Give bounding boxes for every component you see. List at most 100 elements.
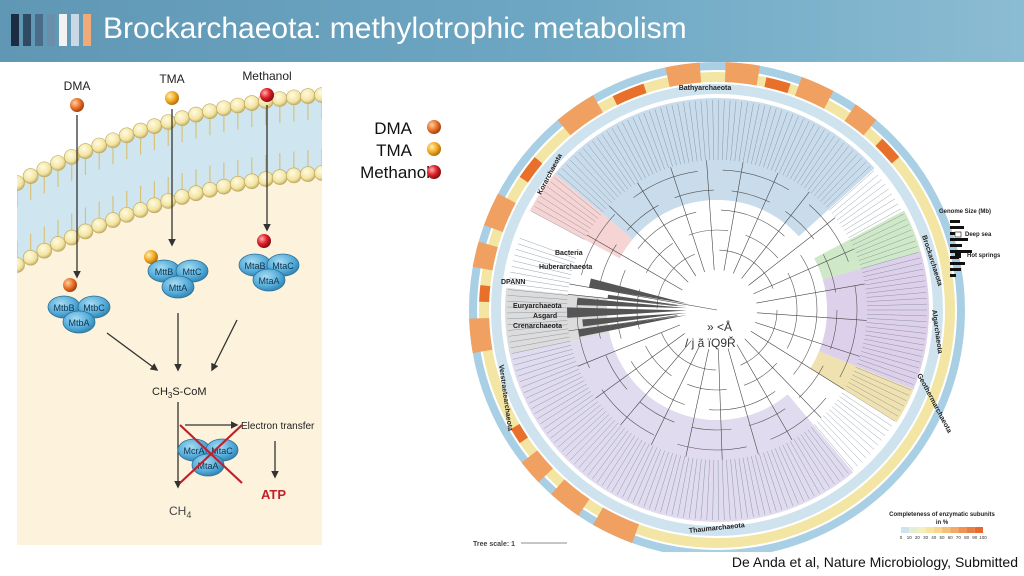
- leaf-line: [734, 101, 743, 162]
- methylotrophic-pathway-diagram: DMA TMA Methanol MtbB MtbC MtbA MttB: [9, 65, 330, 545]
- lipid-head: [63, 149, 80, 165]
- leaf-line: [797, 436, 830, 488]
- red-cross-line-2: [179, 424, 243, 484]
- lipid-head: [202, 103, 218, 120]
- completeness-swatch: [917, 527, 926, 533]
- leaf-line: [509, 277, 569, 288]
- leaf-line: [622, 443, 650, 498]
- leaf-line: [597, 433, 632, 483]
- leaf-line: [742, 457, 754, 517]
- leaf-line: [853, 224, 909, 250]
- lipid-head: [77, 223, 94, 240]
- clade-huberarchaeota: Huberarchaeota: [539, 264, 592, 271]
- completeness-tick: 40: [931, 535, 937, 540]
- leaf-line: [858, 240, 916, 261]
- leaf-line: [569, 159, 613, 203]
- branch-line: [723, 162, 744, 271]
- leaf-line: [810, 146, 849, 194]
- electron-transfer-label: Electron transfer: [241, 421, 315, 432]
- mttc-label: MttC: [183, 267, 202, 277]
- clade-asgard: Asgard: [533, 313, 557, 320]
- leaf-line: [852, 374, 907, 401]
- citation: De Anda et al, Nature Microbiology, Subm…: [731, 554, 1018, 570]
- leaf-line: [800, 434, 835, 485]
- leaf-line: [722, 459, 725, 520]
- leaf-line: [730, 100, 737, 161]
- leaf-line: [857, 235, 914, 257]
- legend-tma-ball: [427, 142, 441, 156]
- leaf-line: [528, 376, 583, 404]
- legend-methanol-label: Methanol: [360, 163, 430, 182]
- lipid-head: [272, 169, 288, 185]
- leaf-line: [859, 355, 918, 374]
- clade-crenarchaeota: Crenarchaeota: [513, 323, 562, 330]
- leaf-line: [512, 260, 572, 275]
- completeness-swatch: [966, 527, 975, 533]
- leaf-line: [519, 361, 577, 382]
- leaf-line: [515, 353, 574, 371]
- leaf-line: [804, 139, 840, 189]
- mtba-label: MtbA: [68, 318, 89, 328]
- branch-line: [567, 294, 678, 307]
- completeness-tick: 100: [979, 535, 987, 540]
- leaf-line: [515, 249, 574, 267]
- leaf-line: [817, 153, 858, 199]
- leaf-line: [793, 129, 825, 182]
- dma-label: DMA: [64, 79, 91, 93]
- leaf-line: [831, 406, 878, 446]
- branch-line: [685, 349, 709, 457]
- leaf-line: [759, 453, 777, 512]
- leaf-line: [790, 126, 820, 180]
- mtb-complex: MtbB MtbC MtbA: [47, 295, 111, 334]
- leaf-line: [850, 378, 904, 407]
- mttb-label: MttB: [155, 267, 174, 277]
- leaf-line: [841, 392, 893, 427]
- leaf-line: [666, 106, 681, 165]
- leaf-line: [606, 131, 639, 183]
- completeness-tick: 90: [972, 535, 978, 540]
- leaf-line: [807, 429, 845, 478]
- heatmap-ring: [479, 72, 955, 548]
- leaf-line: [583, 425, 622, 472]
- clade-bg-geothermarchaeota: [810, 351, 914, 423]
- leaf-line: [694, 459, 702, 519]
- leaf-line: [587, 144, 625, 192]
- phylogenetic-tree-figure: Bathyarchaeota Korarchaeota Brockarchaeo…: [455, 60, 1005, 558]
- completeness-swatch: [974, 527, 983, 533]
- leaf-line: [866, 314, 927, 317]
- tree-branches: [507, 100, 927, 520]
- header-stripe: [11, 14, 19, 46]
- leaf-line: [534, 383, 587, 414]
- clade-euryarchaeota: Euryarchaeota: [513, 303, 562, 310]
- lipid-head: [174, 189, 190, 205]
- leaf-line: [839, 188, 889, 224]
- leaf-line: [517, 243, 575, 263]
- methanol-molecule: [260, 88, 274, 102]
- leaf-line: [700, 459, 706, 520]
- leaf-line: [862, 347, 921, 363]
- mta-complex: MtaB MtaC MtaA: [238, 253, 300, 292]
- header-stripes: [11, 14, 91, 46]
- leaf-line: [866, 303, 927, 306]
- heatmap-cell-max: [875, 138, 900, 164]
- branch-line: [756, 283, 865, 304]
- leaf-line: [848, 208, 902, 238]
- leaf-line: [767, 112, 788, 169]
- tma-bound-molecule: [144, 250, 158, 264]
- leaf-line: [858, 359, 916, 380]
- completeness-tick: 60: [948, 535, 954, 540]
- leaf-line: [866, 322, 927, 328]
- leaf-line: [660, 454, 677, 513]
- leaf-line: [627, 445, 654, 501]
- leaf-line: [649, 451, 669, 509]
- leaf-line: [804, 431, 840, 481]
- leaf-line: [507, 306, 568, 309]
- leaf-line: [866, 298, 927, 302]
- leaf-line: [866, 318, 927, 322]
- leaf-line: [508, 283, 569, 292]
- leaf-line: [844, 198, 896, 231]
- leaf-line: [852, 219, 907, 246]
- lipid-head: [188, 106, 204, 123]
- leaf-line: [800, 135, 835, 186]
- lipid-head: [160, 193, 177, 209]
